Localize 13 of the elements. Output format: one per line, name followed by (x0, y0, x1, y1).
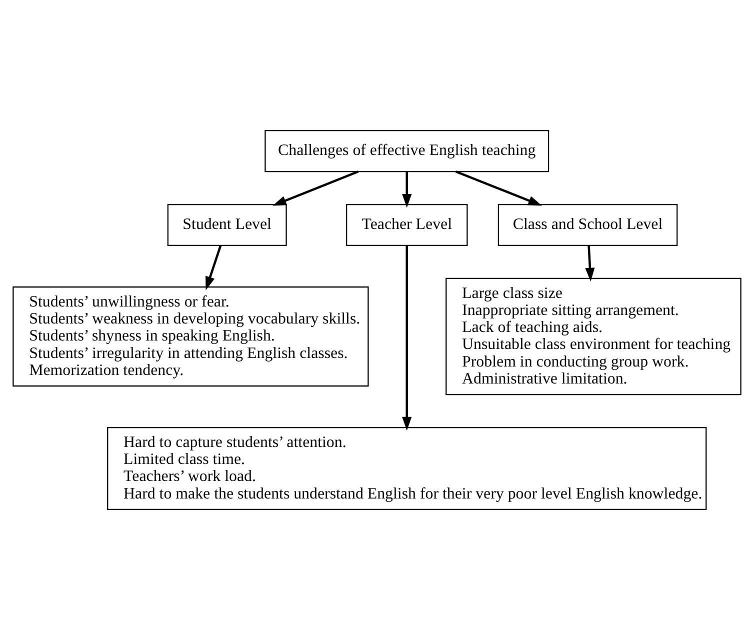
arrow (402, 245, 412, 430)
node-box: Students’ unwillingness or fear. Students’ weakness in developing vocabulary skills. Students’ shyness in speaking English. Students’ irregularity in attending English classes. Memorization tendency. (12, 286, 369, 386)
node-box: Class and School Level (498, 203, 678, 246)
node-box: Large class size Inappropriate sitting arrangement. Lack of teaching aids. Unsuitable class environment for teaching Problem in conducting group work. Administrative limitation. (446, 277, 742, 395)
arrow (272, 170, 359, 206)
node-box: Hard to capture students’ attention. Limited class time. Teachers’ work load. Hard to make the students understand English for their very poor level English knowledge. (107, 426, 707, 510)
arrow (585, 245, 595, 281)
node-box: Challenges of effective English teaching (264, 129, 550, 172)
node-box: Student Level (167, 203, 287, 246)
arrow (206, 244, 222, 290)
arrow (455, 170, 542, 206)
arrow (402, 171, 412, 208)
node-box: Teacher Level (346, 203, 468, 246)
